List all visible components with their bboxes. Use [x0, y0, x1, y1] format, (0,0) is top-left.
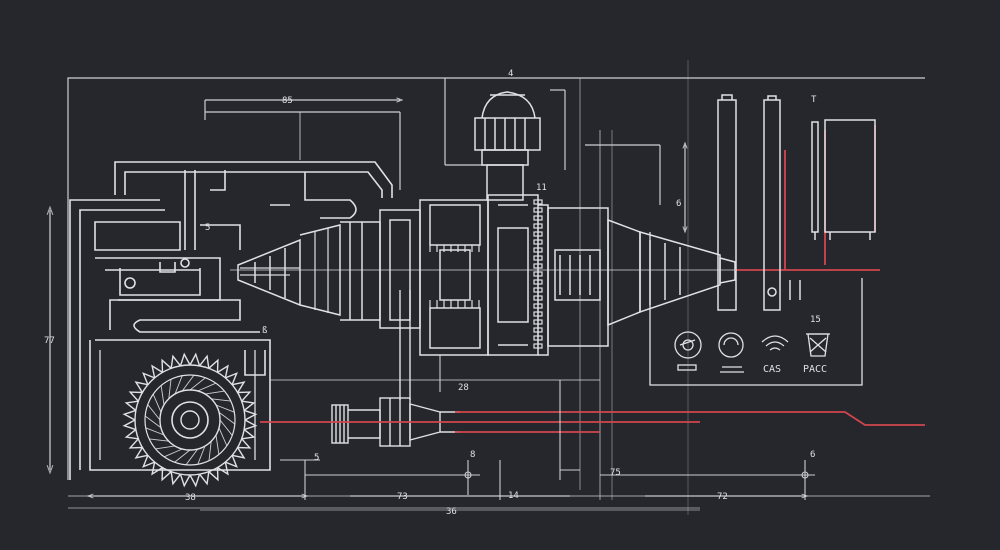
dim-left-side: 77 — [44, 336, 55, 346]
left-pipe-assembly — [50, 161, 393, 480]
dim-left-small: 5 — [205, 223, 210, 233]
dimension-labels: 4 85 77 T 6 11 28 5 38 73 14 8 75 72 6 3… — [44, 69, 827, 517]
dim-bottom-8: 8 — [470, 450, 475, 460]
dim-gear-small: ß — [262, 326, 268, 336]
dim-bottom-left: 38 — [185, 493, 196, 503]
dim-panel-15: 15 — [810, 315, 821, 325]
dim-bottom-5: 5 — [314, 453, 319, 463]
knob-icon — [718, 332, 744, 373]
dim-shaft-mark: 11 — [536, 183, 547, 193]
dim-bottom-72: 72 — [717, 492, 728, 502]
legend-label-bin: PACC — [803, 364, 827, 375]
dim-upper-left: 85 — [282, 96, 293, 106]
legend-label-wifi: CAS — [763, 364, 781, 375]
dim-top: 4 — [508, 69, 513, 79]
recycle-bin-icon — [806, 333, 830, 357]
dim-bottom-center: 36 — [446, 507, 457, 517]
dim-bottom-73: 73 — [397, 492, 408, 502]
dim-bottom-75: 75 — [610, 468, 621, 478]
dim-bottom-14: 14 — [508, 491, 519, 501]
dim-right-rail: T — [811, 95, 817, 105]
main-shaft-assembly — [230, 91, 880, 356]
bottom-dimensions — [90, 355, 815, 511]
right-tubes — [717, 94, 876, 311]
dim-center: 28 — [458, 383, 469, 393]
speed-dial-icon — [674, 331, 702, 371]
dim-mid-vertical: 6 — [676, 199, 681, 209]
wifi-icon — [761, 335, 789, 351]
legend-panel — [649, 232, 863, 386]
sun-gear-icon — [122, 352, 258, 488]
dim-bottom-6: 6 — [810, 450, 815, 460]
